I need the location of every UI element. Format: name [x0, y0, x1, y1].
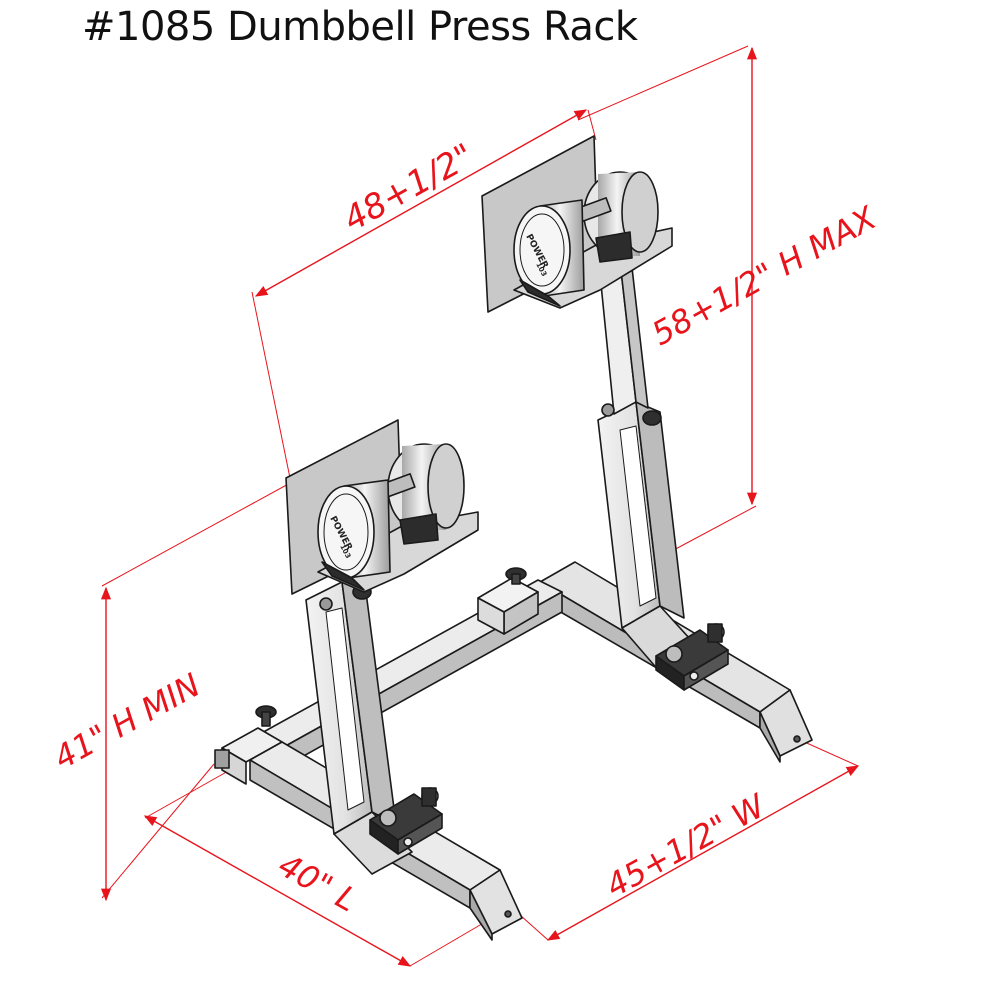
near-foot-plate-edge	[469, 889, 493, 941]
dimension-lines	[100, 46, 860, 967]
far-dumbbell-head-rear-face	[621, 171, 659, 253]
label-length: 40" L	[272, 846, 363, 920]
far-post-pin	[601, 403, 615, 417]
tube-end-cap	[214, 749, 230, 769]
far-outer-post-side	[635, 401, 685, 619]
dim-depth-line	[254, 109, 588, 297]
far-clamp-bolt-a	[665, 645, 683, 663]
far-foot-plate-edge	[759, 711, 781, 763]
near-saddle-pad	[321, 561, 365, 591]
ext-width-left	[519, 914, 549, 941]
near-post-pin	[319, 597, 333, 611]
left-knob-stem	[261, 711, 271, 727]
page-title: #1085 Dumbbell Press Rack	[82, 4, 638, 50]
label-width: 45+1/2" W	[599, 786, 772, 905]
ext-length-right	[409, 917, 493, 967]
cross-sleeve-front	[477, 597, 505, 635]
near-saddle-pad-rear	[399, 513, 439, 545]
label-height-max: 58+1/2" H MAX	[645, 198, 883, 353]
near-dumbbell	[317, 443, 465, 579]
rack-frame	[214, 135, 813, 941]
label-height-min: 41" H MIN	[47, 666, 206, 777]
ext-height-min-bottom	[101, 763, 215, 899]
ext-height-max-bottom	[669, 505, 757, 553]
near-clamp-knob	[421, 787, 437, 807]
far-clamp-knob	[707, 623, 723, 643]
dim-width-line	[546, 765, 860, 941]
ext-width-right	[799, 739, 859, 767]
far-post-knob-icon	[642, 410, 662, 426]
ext-height-min-top	[101, 481, 293, 587]
near-post-slot	[325, 607, 365, 811]
far-saddle-pad-rear	[595, 231, 633, 263]
near-clamp-bolt-a	[379, 809, 397, 827]
ext-height-max-top	[577, 45, 749, 121]
ext-depth-right	[587, 109, 597, 141]
label-depth: 48+1/2"	[337, 136, 481, 240]
far-post-slot	[619, 425, 657, 607]
sleeve-knob-stem	[511, 573, 521, 585]
near-foot-bolt	[504, 910, 512, 918]
near-clamp-pin	[403, 837, 413, 847]
ext-length-left	[144, 769, 231, 819]
near-dumbbell-head-rear-face	[427, 443, 465, 529]
far-foot-bolt	[793, 735, 801, 743]
near-dumbbell-face-ring	[323, 493, 369, 571]
far-clamp-pin	[689, 671, 699, 681]
dim-length-line	[143, 815, 412, 967]
ext-depth-left	[251, 291, 291, 479]
